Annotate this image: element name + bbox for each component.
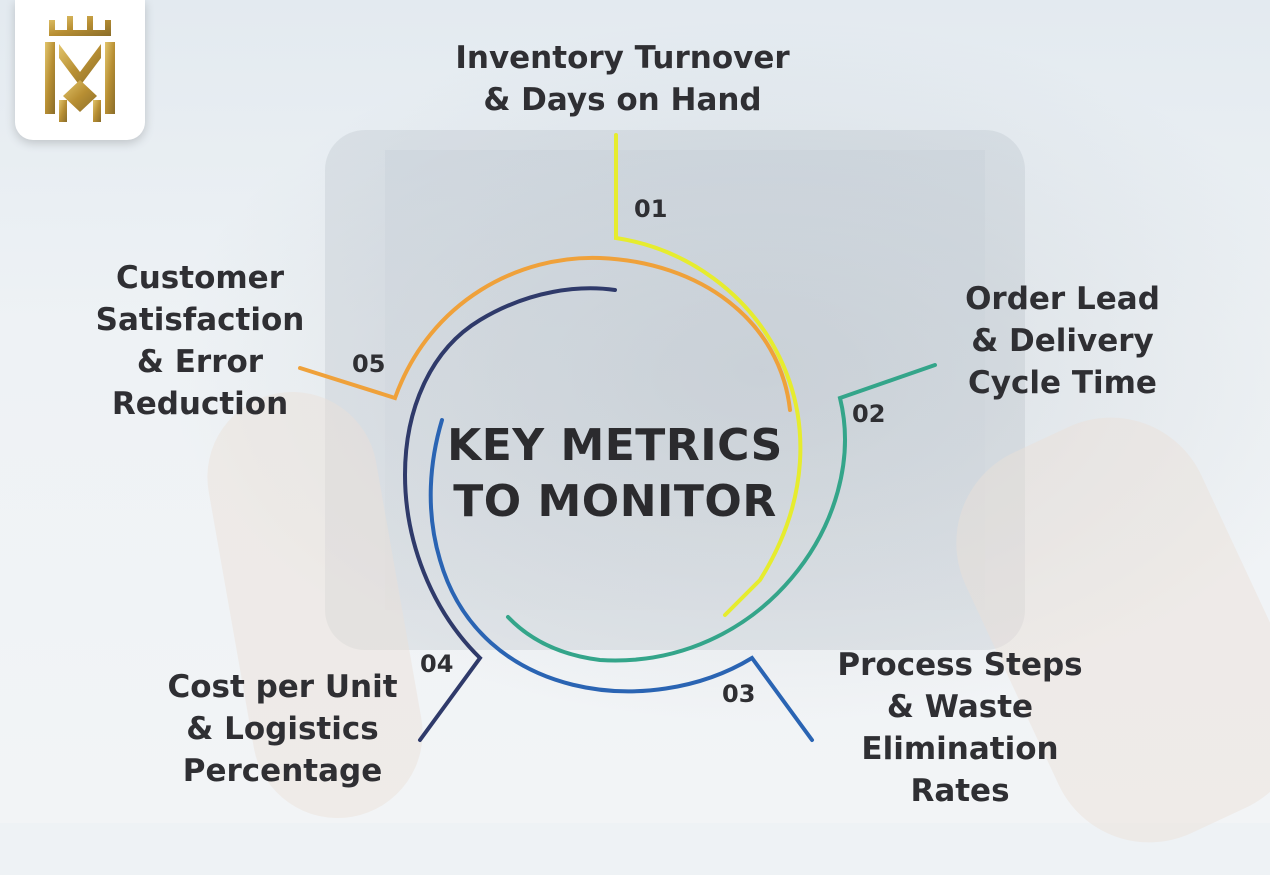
- metric-01-label: Inventory Turnover & Days on Hand: [440, 37, 805, 121]
- metric-03-label: Process Steps & Waste Elimination Rates: [825, 644, 1095, 812]
- crown-monogram-logo-icon: [45, 16, 115, 122]
- metric-05-line-3: & Error: [136, 344, 264, 380]
- metric-05-label: Customer Satisfaction & Error Reduction: [85, 257, 315, 425]
- metric-04-line-1: Cost per Unit: [167, 669, 398, 705]
- metric-05-connector: [298, 255, 792, 412]
- metric-03-number: 03: [722, 680, 756, 708]
- metric-04-connector: [403, 286, 617, 742]
- background-tablet-screen: [385, 150, 985, 610]
- metric-04-line-3: Percentage: [182, 753, 383, 789]
- metric-04-number: 04: [420, 650, 454, 678]
- center-title-line-2: TO MONITOR: [453, 476, 777, 527]
- center-title-line-1: KEY METRICS: [447, 420, 783, 471]
- metric-02-number: 02: [852, 400, 886, 428]
- metric-01-connector: [614, 133, 803, 617]
- metric-04-line-2: & Logistics: [186, 711, 379, 747]
- diagram-center-title: KEY METRICS TO MONITOR: [420, 418, 810, 530]
- metric-03-connector: [428, 418, 814, 742]
- metric-04-label: Cost per Unit & Logistics Percentage: [155, 666, 410, 792]
- metrics-ring-diagram: [298, 133, 937, 742]
- metric-03-line-1: Process Steps: [837, 647, 1083, 683]
- metric-03-line-4: Rates: [910, 773, 1010, 809]
- metric-02-line-1: Order Lead: [965, 281, 1160, 317]
- metric-03-line-2: & Waste: [886, 689, 1034, 725]
- metric-05-number: 05: [352, 350, 386, 378]
- metric-02-label: Order Lead & Delivery Cycle Time: [950, 278, 1175, 404]
- metric-03-line-3: Elimination: [861, 731, 1059, 767]
- metric-01-number: 01: [634, 195, 668, 223]
- metric-01-line-1: Inventory Turnover: [455, 40, 790, 76]
- metric-02-line-3: Cycle Time: [968, 365, 1157, 401]
- metric-02-line-2: & Delivery: [971, 323, 1154, 359]
- metric-05-line-2: Satisfaction: [95, 302, 305, 338]
- metric-05-line-1: Customer: [115, 260, 284, 296]
- metric-01-line-2: & Days on Hand: [483, 82, 762, 118]
- metric-05-line-4: Reduction: [111, 386, 289, 422]
- logo-card: [15, 0, 145, 140]
- metric-02-connector: [506, 363, 937, 663]
- background: [0, 0, 1270, 823]
